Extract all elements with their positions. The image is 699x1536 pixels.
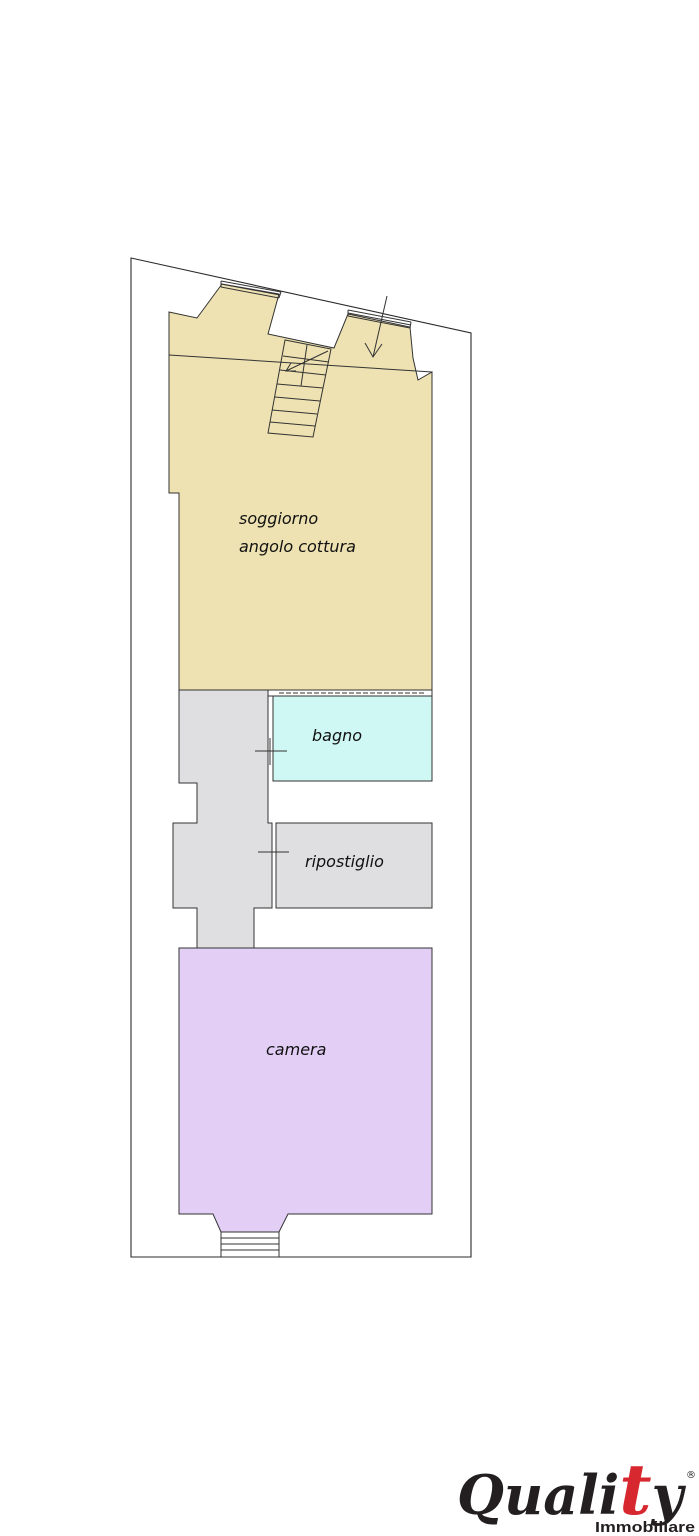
logo-wordmark-left: Quali	[457, 1463, 619, 1527]
brand-logo: Quality ® Immobiliare	[457, 1448, 696, 1536]
logo-wordmark-t: t	[619, 1448, 651, 1531]
stair-step-line	[271, 409, 318, 415]
bathroom-door	[255, 738, 287, 765]
window-frame-line	[347, 309, 412, 323]
window-frame-line	[220, 280, 282, 293]
entrance-steps	[220, 1231, 280, 1258]
window-frame-end	[278, 291, 282, 299]
entrance-arrow-head	[364, 342, 383, 358]
entrance-arrow-shaft	[372, 295, 388, 358]
logo-wordmark: Quality	[457, 1448, 687, 1531]
window-north-left	[220, 280, 282, 299]
window-frame-end	[409, 321, 412, 329]
kitchen-corner-label: angolo cottura	[239, 537, 356, 556]
logo-wordmark-right: y	[651, 1463, 687, 1527]
stair-arrow-head	[285, 362, 296, 372]
logo-subtitle: Immobiliare	[595, 1519, 695, 1536]
storage-door	[258, 838, 289, 866]
window-frame-line	[347, 312, 412, 326]
living-room-label: soggiorno	[239, 509, 318, 528]
stair-step-line	[276, 383, 324, 389]
window-frame-line	[220, 286, 280, 299]
staircase-outline	[267, 339, 332, 438]
living-room-area	[168, 283, 433, 691]
stair-direction-arrow	[285, 350, 329, 372]
bedroom-area	[178, 947, 433, 1233]
corridor-area	[172, 689, 273, 949]
window-north-right	[347, 309, 412, 329]
property-boundary	[130, 257, 472, 1258]
beam-line	[168, 354, 433, 373]
bathroom-area	[272, 695, 433, 782]
staircase	[267, 339, 332, 438]
bedroom-label: camera	[266, 1040, 326, 1059]
storage-area	[275, 822, 433, 909]
stair-step-line	[282, 355, 330, 363]
stair-step-line	[274, 396, 321, 402]
stair-step-line	[269, 421, 316, 427]
logo-registered-mark: ®	[686, 1470, 696, 1481]
stair-divider-line	[300, 344, 308, 387]
storage-label: ripostiglio	[305, 852, 384, 871]
entrance-arrow	[364, 295, 388, 358]
window-frame-line	[347, 315, 411, 329]
window-frame-line	[220, 283, 281, 296]
bathroom-label: bagno	[312, 726, 362, 745]
